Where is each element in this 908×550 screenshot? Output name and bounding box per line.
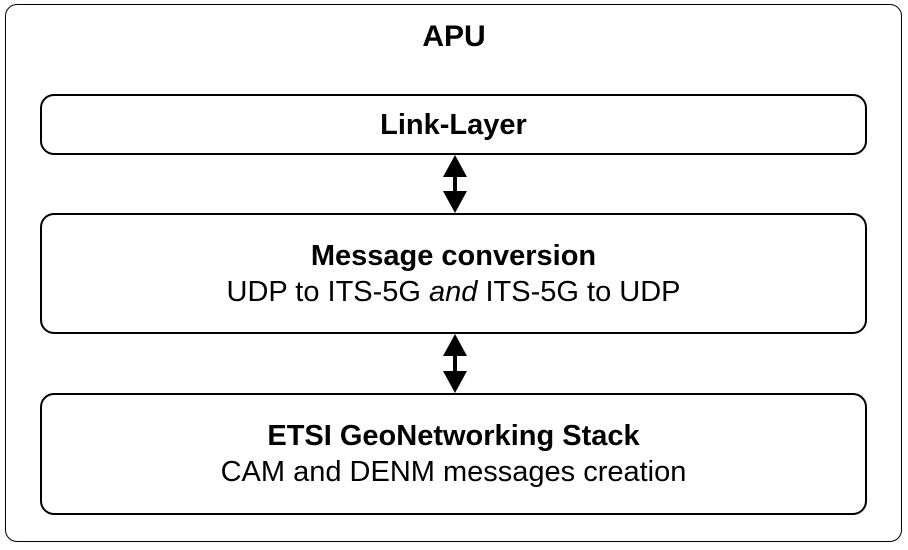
apu-title: APU — [422, 20, 486, 53]
geonetworking-description: CAM and DENM messages creation — [220, 456, 687, 488]
geonetworking-heading: ETSI GeoNetworking Stack — [267, 420, 640, 452]
bidirectional-arrow-icon — [443, 334, 467, 393]
message-conversion-description: UDP to ITS-5G and ITS-5G to UDP — [227, 274, 681, 310]
link-layer-box: Link-Layer — [40, 94, 867, 155]
message-conversion-box: Message conversion UDP to ITS-5G and ITS… — [40, 213, 867, 334]
message-conversion-heading: Message conversion — [310, 239, 597, 272]
apu-container — [5, 4, 902, 542]
description-part-1: UDP to ITS-5G — [226, 275, 430, 308]
bidirectional-arrow-icon — [443, 155, 467, 213]
geonetworking-stack-box: ETSI GeoNetworking Stack CAM and DENM me… — [40, 393, 867, 515]
description-part-2: ITS-5G to UDP — [477, 275, 681, 308]
description-italic: and — [429, 275, 478, 308]
link-layer-heading: Link-Layer — [380, 108, 527, 141]
